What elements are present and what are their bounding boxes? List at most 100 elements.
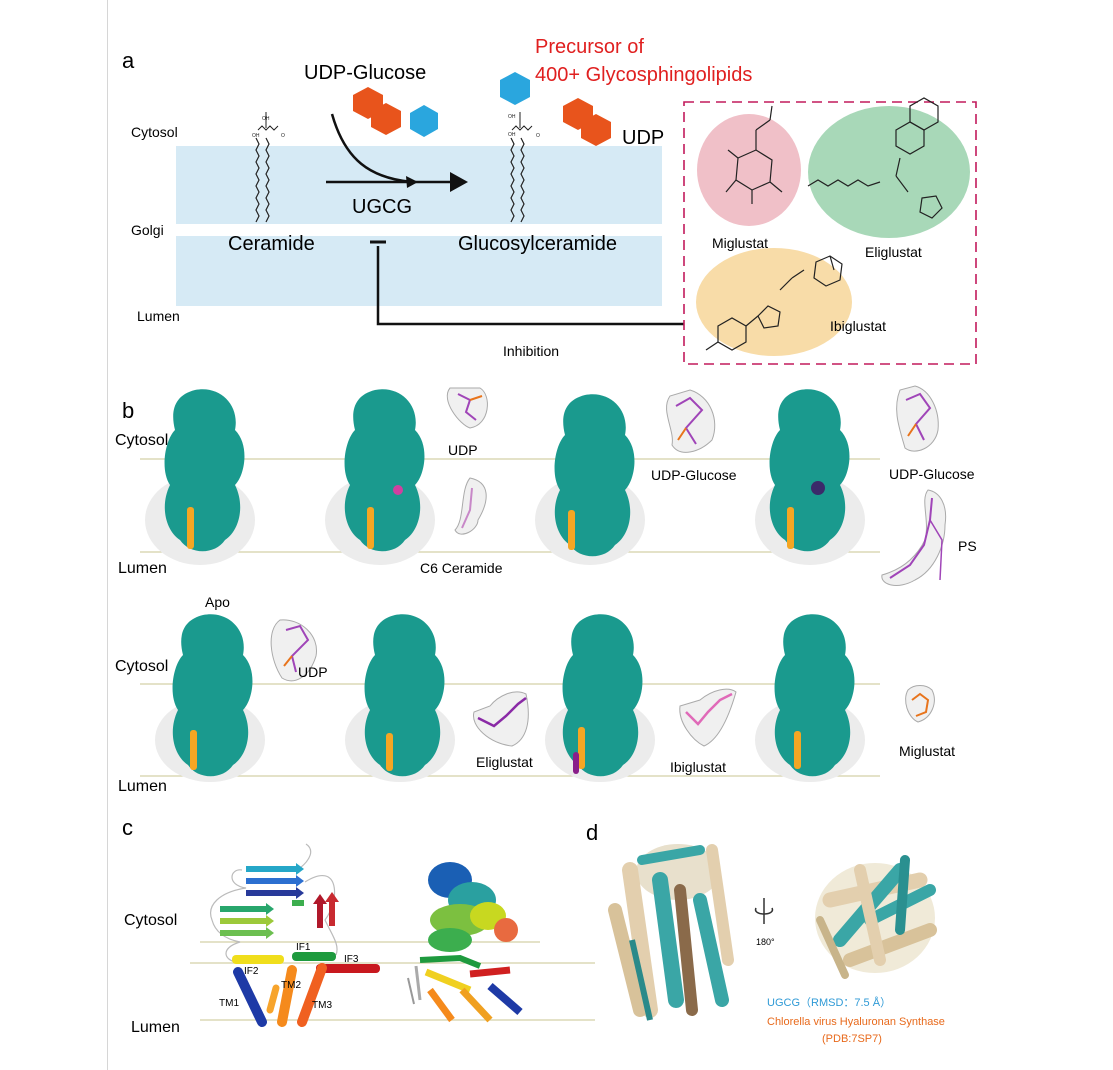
ibiglustat-label: Ibiglustat — [830, 318, 886, 334]
lumen-label-a: Lumen — [137, 308, 180, 324]
released-udp-hexagon-2 — [581, 114, 611, 146]
membrane-lower-leaflet — [176, 236, 662, 306]
cytosol-label-b2: Cytosol — [115, 658, 168, 675]
legend-synthase-line2: (PDB:7SP7) — [822, 1033, 882, 1045]
ligand-udp-b2 — [270, 619, 317, 682]
svg-text:O: O — [281, 133, 285, 139]
ibiglustat-ellipse — [696, 248, 852, 356]
superposition-right — [815, 855, 937, 979]
panel-b: b Cytosol Lumen Cytosol Lumen — [115, 385, 977, 795]
udp-label-b1: UDP — [448, 442, 478, 458]
udp-label-b2: UDP — [298, 664, 328, 680]
ribbon-structure — [407, 862, 523, 1023]
released-glucose-hexagon — [500, 72, 530, 105]
ligand-udp-glucose-1 — [666, 389, 716, 453]
density-udp-ceramide — [325, 389, 435, 565]
eliglustat-ellipse — [808, 106, 970, 238]
ps-label: PS — [958, 538, 977, 554]
cytosol-label-c: Cytosol — [124, 912, 177, 929]
glucose-hexagon — [410, 105, 438, 137]
udp-label-a: UDP — [622, 127, 664, 149]
helix-label-if2: IF2 — [244, 966, 259, 977]
precursor-line-1: Precursor of — [535, 36, 644, 58]
ligand-ps — [881, 489, 947, 586]
svg-text:OH: OH — [262, 116, 270, 122]
topology-loops — [210, 843, 338, 963]
miglustat-label-b: Miglustat — [899, 743, 955, 759]
density-apo — [145, 389, 255, 565]
helix-label-if3: IF3 — [344, 954, 359, 965]
panel-d-letter: d — [586, 820, 598, 845]
udp-glucose-label-b1: UDP-Glucose — [651, 467, 737, 483]
page-divider-line — [107, 0, 108, 1070]
helix-label-tm3: TM3 — [312, 1000, 332, 1011]
legend-synthase-line1: Chlorella virus Hyaluronan Synthase — [767, 1016, 945, 1028]
density-ibiglustat — [545, 614, 655, 782]
ugcg-label: UGCG — [352, 196, 412, 218]
superposition-left — [608, 844, 734, 1021]
rotation-label: 180° — [756, 937, 775, 947]
beta-hairpin-red — [313, 892, 339, 928]
miglustat-structure — [725, 105, 783, 204]
panel-c-letter: c — [122, 815, 133, 840]
density-eliglustat — [345, 614, 455, 782]
miglustat-ellipse — [697, 114, 801, 226]
lumen-label-b2: Lumen — [118, 778, 167, 795]
inhibition-label: Inhibition — [503, 343, 559, 359]
apo-label: Apo — [205, 594, 230, 610]
eliglustat-label: Eliglustat — [865, 244, 922, 260]
ceramide-label: Ceramide — [228, 233, 315, 255]
curved-arrow — [330, 113, 413, 184]
svg-text:OH: OH — [252, 133, 260, 139]
legend-ugcg: UGCG（RMSD：7.5 Å） — [767, 996, 891, 1009]
svg-text:OH: OH — [508, 132, 516, 138]
svg-text:O: O — [536, 133, 540, 139]
svg-text:OH: OH — [508, 114, 516, 120]
ibiglustat-structure — [705, 255, 843, 351]
glucosylceramide-molecule: OH OH O — [508, 112, 540, 223]
ligand-ibiglustat — [679, 688, 737, 747]
lumen-label-b1: Lumen — [118, 560, 167, 577]
ligand-udp-b1 — [447, 387, 488, 429]
ibiglustat-label-b: Ibiglustat — [670, 759, 726, 775]
beta-sheet-middle — [220, 900, 304, 939]
tm-helices — [233, 963, 327, 1027]
reaction-arrow-head — [450, 172, 468, 192]
panel-d: d 180° UGCG（RMSD：7.5 Å） — [586, 820, 945, 1045]
ligand-miglustat — [905, 685, 935, 723]
inhibition-line — [376, 246, 684, 326]
golgi-label: Golgi — [131, 222, 164, 238]
miglustat-label: Miglustat — [712, 235, 768, 251]
panel-b-letter: b — [122, 398, 134, 423]
cytosol-label-a: Cytosol — [131, 124, 178, 140]
lumen-label-c: Lumen — [131, 1019, 180, 1036]
ligand-ceramide — [454, 477, 487, 535]
panel-a-letter: a — [122, 48, 135, 73]
panel-a: a Cytosol Golgi Lumen UDP-Glucose UGCG C… — [122, 36, 977, 365]
density-udp-row2 — [155, 614, 265, 782]
density-udp-glucose — [535, 394, 645, 565]
helix-label-tm2: TM2 — [281, 980, 301, 991]
density-udp-glucose-ps — [755, 389, 865, 565]
beta-sheet-top — [246, 863, 304, 899]
helix-label-if1: IF1 — [296, 942, 311, 953]
udp-glucose-label: UDP-Glucose — [304, 62, 426, 84]
udp-glucose-label-b2: UDP-Glucose — [889, 466, 975, 482]
precursor-line-2: 400+ Glycosphingolipids — [535, 64, 752, 86]
ligand-udp-glucose-2 — [896, 385, 939, 452]
c6-ceramide-label: C6 Ceramide — [420, 560, 503, 576]
eliglustat-label-b: Eliglustat — [476, 754, 533, 770]
cytosol-label-b1: Cytosol — [115, 432, 168, 449]
eliglustat-structure — [807, 97, 943, 219]
helix-label-tm1: TM1 — [219, 998, 239, 1009]
inhibitor-box — [683, 101, 977, 365]
rotation-icon — [754, 898, 774, 924]
ligand-eliglustat — [473, 691, 529, 747]
panel-c: c Cytosol Lumen — [122, 815, 595, 1036]
ceramide-molecule: OH OH O — [252, 112, 285, 223]
density-miglustat — [755, 614, 865, 782]
udp-hexagon-2 — [371, 103, 401, 135]
if-helices — [232, 952, 380, 973]
glucosylceramide-label: Glucosylceramide — [458, 233, 617, 255]
